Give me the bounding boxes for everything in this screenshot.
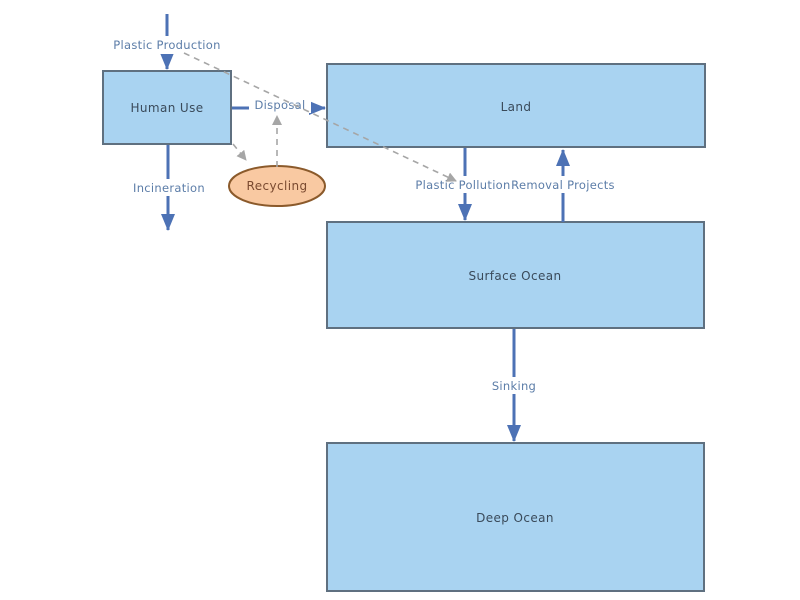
- edge-label-disposal: Disposal: [249, 96, 311, 113]
- land-box: [326, 63, 706, 148]
- surface-ocean-box: [326, 221, 705, 329]
- node-human-use: Human Use: [102, 70, 232, 145]
- node-surface-ocean: Surface Ocean: [326, 221, 705, 329]
- edge-label-plastic-pollution: Plastic Pollution: [415, 176, 510, 193]
- plastic-production-text: Plastic Production: [113, 38, 220, 52]
- removal-projects-text: Removal Projects: [511, 178, 615, 192]
- disposal-text: Disposal: [254, 98, 305, 112]
- edge-label-removal-projects: Removal Projects: [511, 176, 615, 193]
- label-bg: [132, 179, 206, 196]
- land-label: Land: [501, 100, 532, 114]
- plastic-pollution-text: Plastic Pollution: [415, 178, 510, 192]
- label-bg: [514, 176, 612, 193]
- deep-ocean-box: [326, 442, 705, 592]
- label-bg: [249, 96, 311, 113]
- human-use-label: Human Use: [130, 101, 203, 115]
- label-bg: [417, 176, 510, 193]
- sinking-text: Sinking: [492, 379, 536, 393]
- edge-label-sinking: Sinking: [490, 377, 538, 394]
- human-use-box: [102, 70, 232, 145]
- edge-label-incineration: Incineration: [132, 179, 206, 196]
- label-bg: [114, 36, 220, 54]
- node-deep-ocean: Deep Ocean: [326, 442, 705, 592]
- edge-label-plastic-production: Plastic Production: [113, 36, 220, 54]
- incineration-text: Incineration: [133, 181, 205, 195]
- node-land: Land: [326, 63, 706, 148]
- human-use-to-recycling-dashed-arrow: [232, 143, 247, 161]
- deep-ocean-label: Deep Ocean: [476, 511, 554, 525]
- surface-ocean-label: Surface Ocean: [468, 269, 561, 283]
- node-recycling: Recycling: [228, 165, 326, 207]
- label-bg: [490, 377, 538, 394]
- recycling-label: Recycling: [247, 179, 308, 193]
